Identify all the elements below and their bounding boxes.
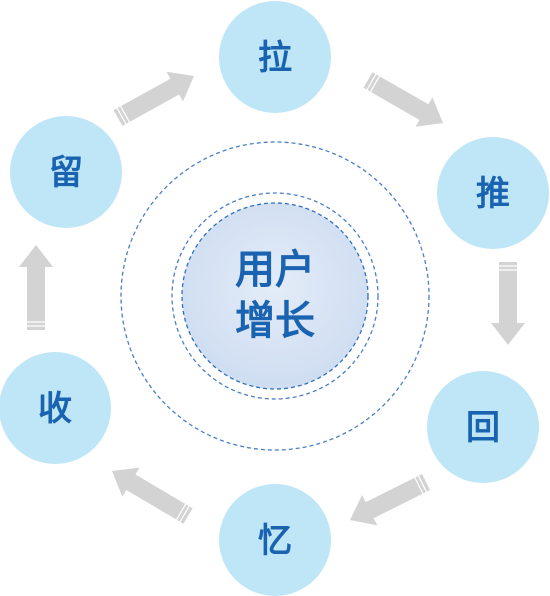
node-tui: 推 <box>437 137 549 249</box>
node-shou: 收 <box>0 352 111 464</box>
arrow-tail-stripe <box>414 477 424 494</box>
node-label-tui: 推 <box>476 174 510 214</box>
arrow-tail-stripe <box>175 503 187 521</box>
center-label-line2: 增长 <box>235 298 315 344</box>
outer-dashed-ring <box>120 141 430 451</box>
center-circle <box>181 202 369 390</box>
node-yi: 忆 <box>219 484 331 596</box>
node-circle-la <box>219 1 331 113</box>
node-label-yi: 忆 <box>258 521 292 561</box>
arrow-tail-stripe <box>417 475 427 493</box>
node-circle-tui <box>437 137 549 249</box>
node-la: 拉 <box>219 1 331 113</box>
node-label-la: 拉 <box>258 38 292 78</box>
cycle-arrows <box>19 71 525 526</box>
cycle-arrow-6 <box>19 245 53 330</box>
center-label-line1: 用户 <box>235 247 315 293</box>
cycle-arrow-2 <box>363 72 443 127</box>
node-liu: 留 <box>10 116 122 228</box>
arrow-tail-stripe <box>366 73 377 91</box>
node-label-liu: 留 <box>49 153 83 193</box>
cycle-arrow-1 <box>113 71 194 126</box>
node-circle-yi <box>219 484 331 596</box>
node-circle-hui <box>427 371 539 483</box>
cycle-arrow-5 <box>112 467 193 524</box>
cycle-arrow-4 <box>350 474 430 526</box>
arrow-tail-stripe <box>120 106 130 123</box>
node-circle-liu <box>10 116 122 228</box>
arrow-tail-stripe <box>179 505 190 523</box>
node-label-hui: 回 <box>466 408 500 448</box>
inner-dashed-ring <box>171 192 379 400</box>
node-label-shou: 收 <box>38 389 72 429</box>
cycle-arrow-3 <box>491 262 525 345</box>
node-circle-shou <box>0 352 111 464</box>
arrow-tail-stripe <box>116 107 127 125</box>
node-hui: 回 <box>427 371 539 483</box>
arrow-tail-stripe <box>369 75 380 93</box>
